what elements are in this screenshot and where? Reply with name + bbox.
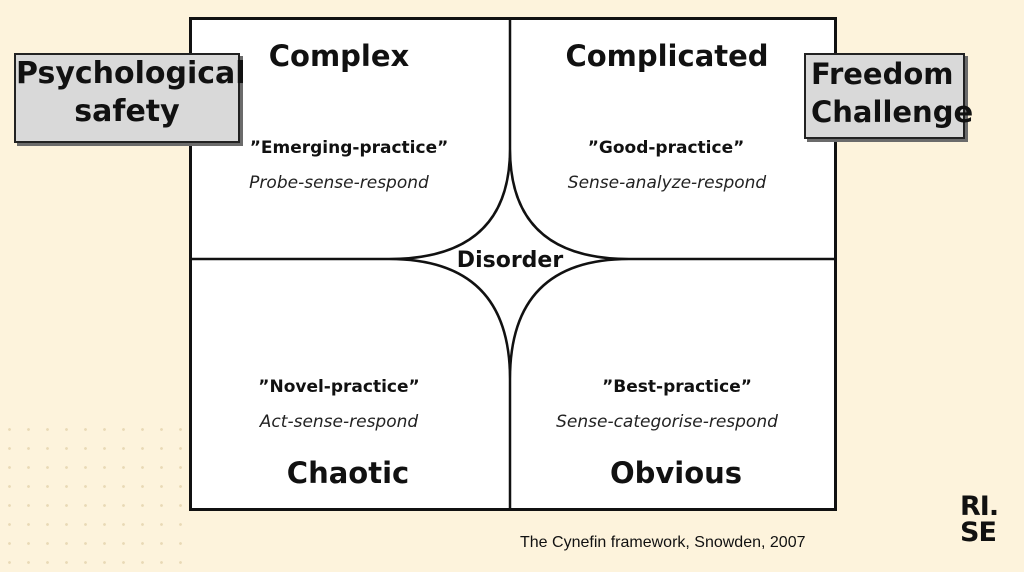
cynefin-framework: Complex ”Emerging-practice” Probe-sense-… [189,17,837,511]
rise-logo: RI. SE [960,491,1008,548]
logo-line-2: SE [960,517,997,548]
citation-text: The Cynefin framework, Snowden, 2007 [520,534,806,551]
domain-obvious-practice: ”Best-practice” [602,377,752,397]
dot-pattern-decoration [0,420,190,572]
domain-complicated-title: Complicated [565,39,769,73]
domain-complicated-approach: Sense-analyze-respond [567,173,767,193]
domain-chaotic-practice: ”Novel-practice” [258,377,420,397]
psychological-safety-line-2: safety [74,94,180,129]
disorder-label: Disorder [456,248,564,273]
psychological-safety-box: Psychological safety [14,53,246,143]
disorder-shape [388,148,630,380]
domain-obvious-title: Obvious [609,456,743,490]
domain-chaotic-title: Chaotic [286,456,410,490]
domain-complicated-practice: ”Good-practice” [587,138,745,158]
domain-complex-practice: ”Emerging-practice” [249,138,449,158]
logo-line-1: RI. [960,491,999,522]
framework-lines [189,17,837,511]
freedom-challenge-line-1: Freedom [811,57,954,91]
domain-chaotic-approach: Act-sense-respond [259,412,419,432]
freedom-challenge-line-2: Challenge [811,95,974,129]
domain-complex-title: Complex [268,39,410,73]
freedom-challenge-box: Freedom Challenge [804,53,974,139]
domain-obvious-approach: Sense-categorise-respond [556,412,778,432]
domain-complex-approach: Probe-sense-respond [249,173,429,193]
psychological-safety-line-1: Psychological [16,56,246,91]
